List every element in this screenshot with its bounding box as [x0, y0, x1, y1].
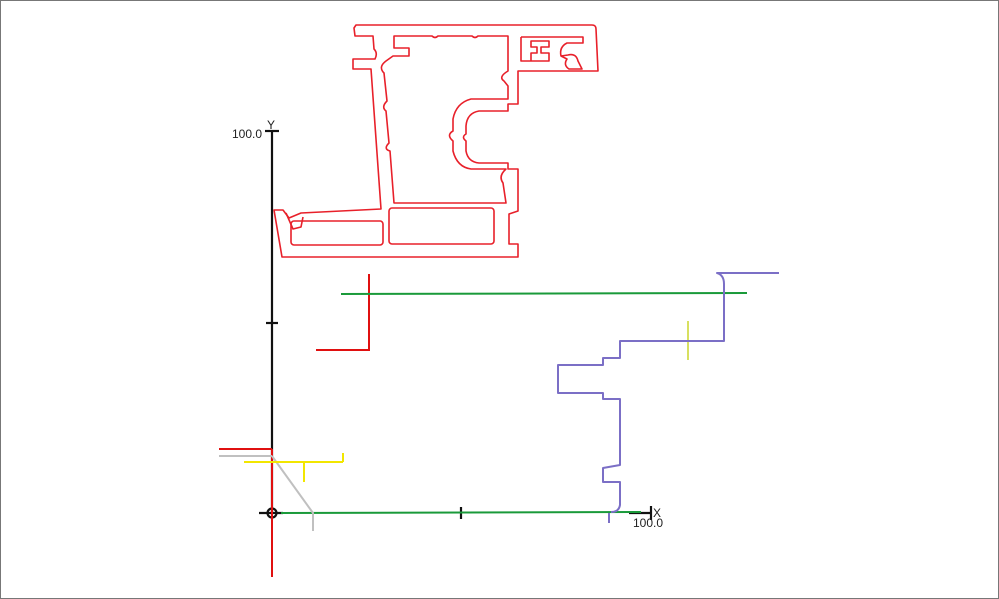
y-axis-max-label: 100.0 [232, 127, 262, 141]
profile-cross-section [273, 24, 599, 258]
red-corner-line [316, 274, 370, 351]
x-axis-max-label: 100.0 [633, 516, 663, 530]
y-axis-label: Y [267, 118, 275, 132]
profile-bottom-left-chamber [290, 220, 384, 246]
profile-bottom-right-chamber [388, 207, 495, 245]
purple-profile-line [557, 272, 779, 513]
gray-chamfer-line [271, 455, 314, 531]
green-x-axis-line [280, 511, 642, 514]
profile-top-right-chamber [520, 36, 584, 70]
green-upper-line [340, 292, 748, 295]
profile-outer-contour [273, 24, 599, 258]
profile-main-chamber [380, 35, 509, 204]
profile-bottom-lip [285, 212, 304, 230]
x-axis-label: X [653, 506, 661, 520]
